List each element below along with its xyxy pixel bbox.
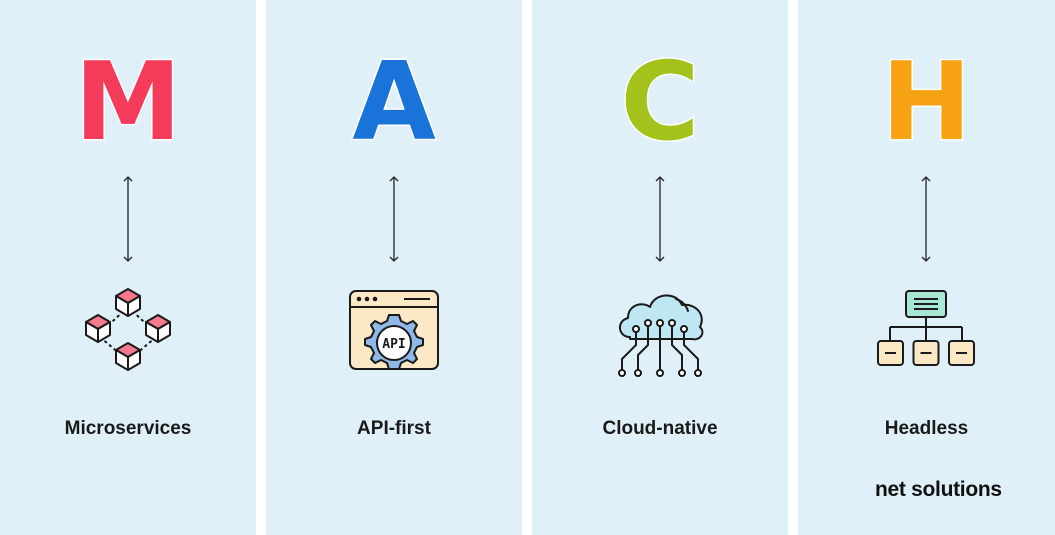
label-api-first: API-first: [357, 418, 431, 439]
letter-c: C: [619, 40, 701, 165]
cloud-circuit-icon: [618, 294, 704, 377]
label-headless: Headless: [884, 418, 969, 439]
column-headless: H Headless: [798, 0, 1055, 535]
hierarchy-icon: [877, 290, 975, 366]
microservices-cubes-icon: [85, 288, 171, 371]
column-api-first: A API API-first: [266, 0, 522, 535]
api-gear-browser-icon: API: [349, 290, 439, 370]
letter-m: M: [73, 40, 183, 165]
double-arrow-icon: [655, 176, 665, 262]
column-microservices: M Microservices: [0, 0, 256, 535]
brand-logo: net solutions: [875, 478, 1002, 501]
letter-a: A: [351, 40, 438, 165]
letter-h: H: [880, 40, 973, 165]
double-arrow-icon: [921, 176, 931, 262]
label-cloud-native: Cloud-native: [602, 418, 718, 439]
double-arrow-icon: [123, 176, 133, 262]
column-cloud-native: C Cloud-native: [532, 0, 788, 535]
api-icon-text: API: [382, 337, 405, 352]
label-microservices: Microservices: [64, 418, 192, 439]
double-arrow-icon: [389, 176, 399, 262]
